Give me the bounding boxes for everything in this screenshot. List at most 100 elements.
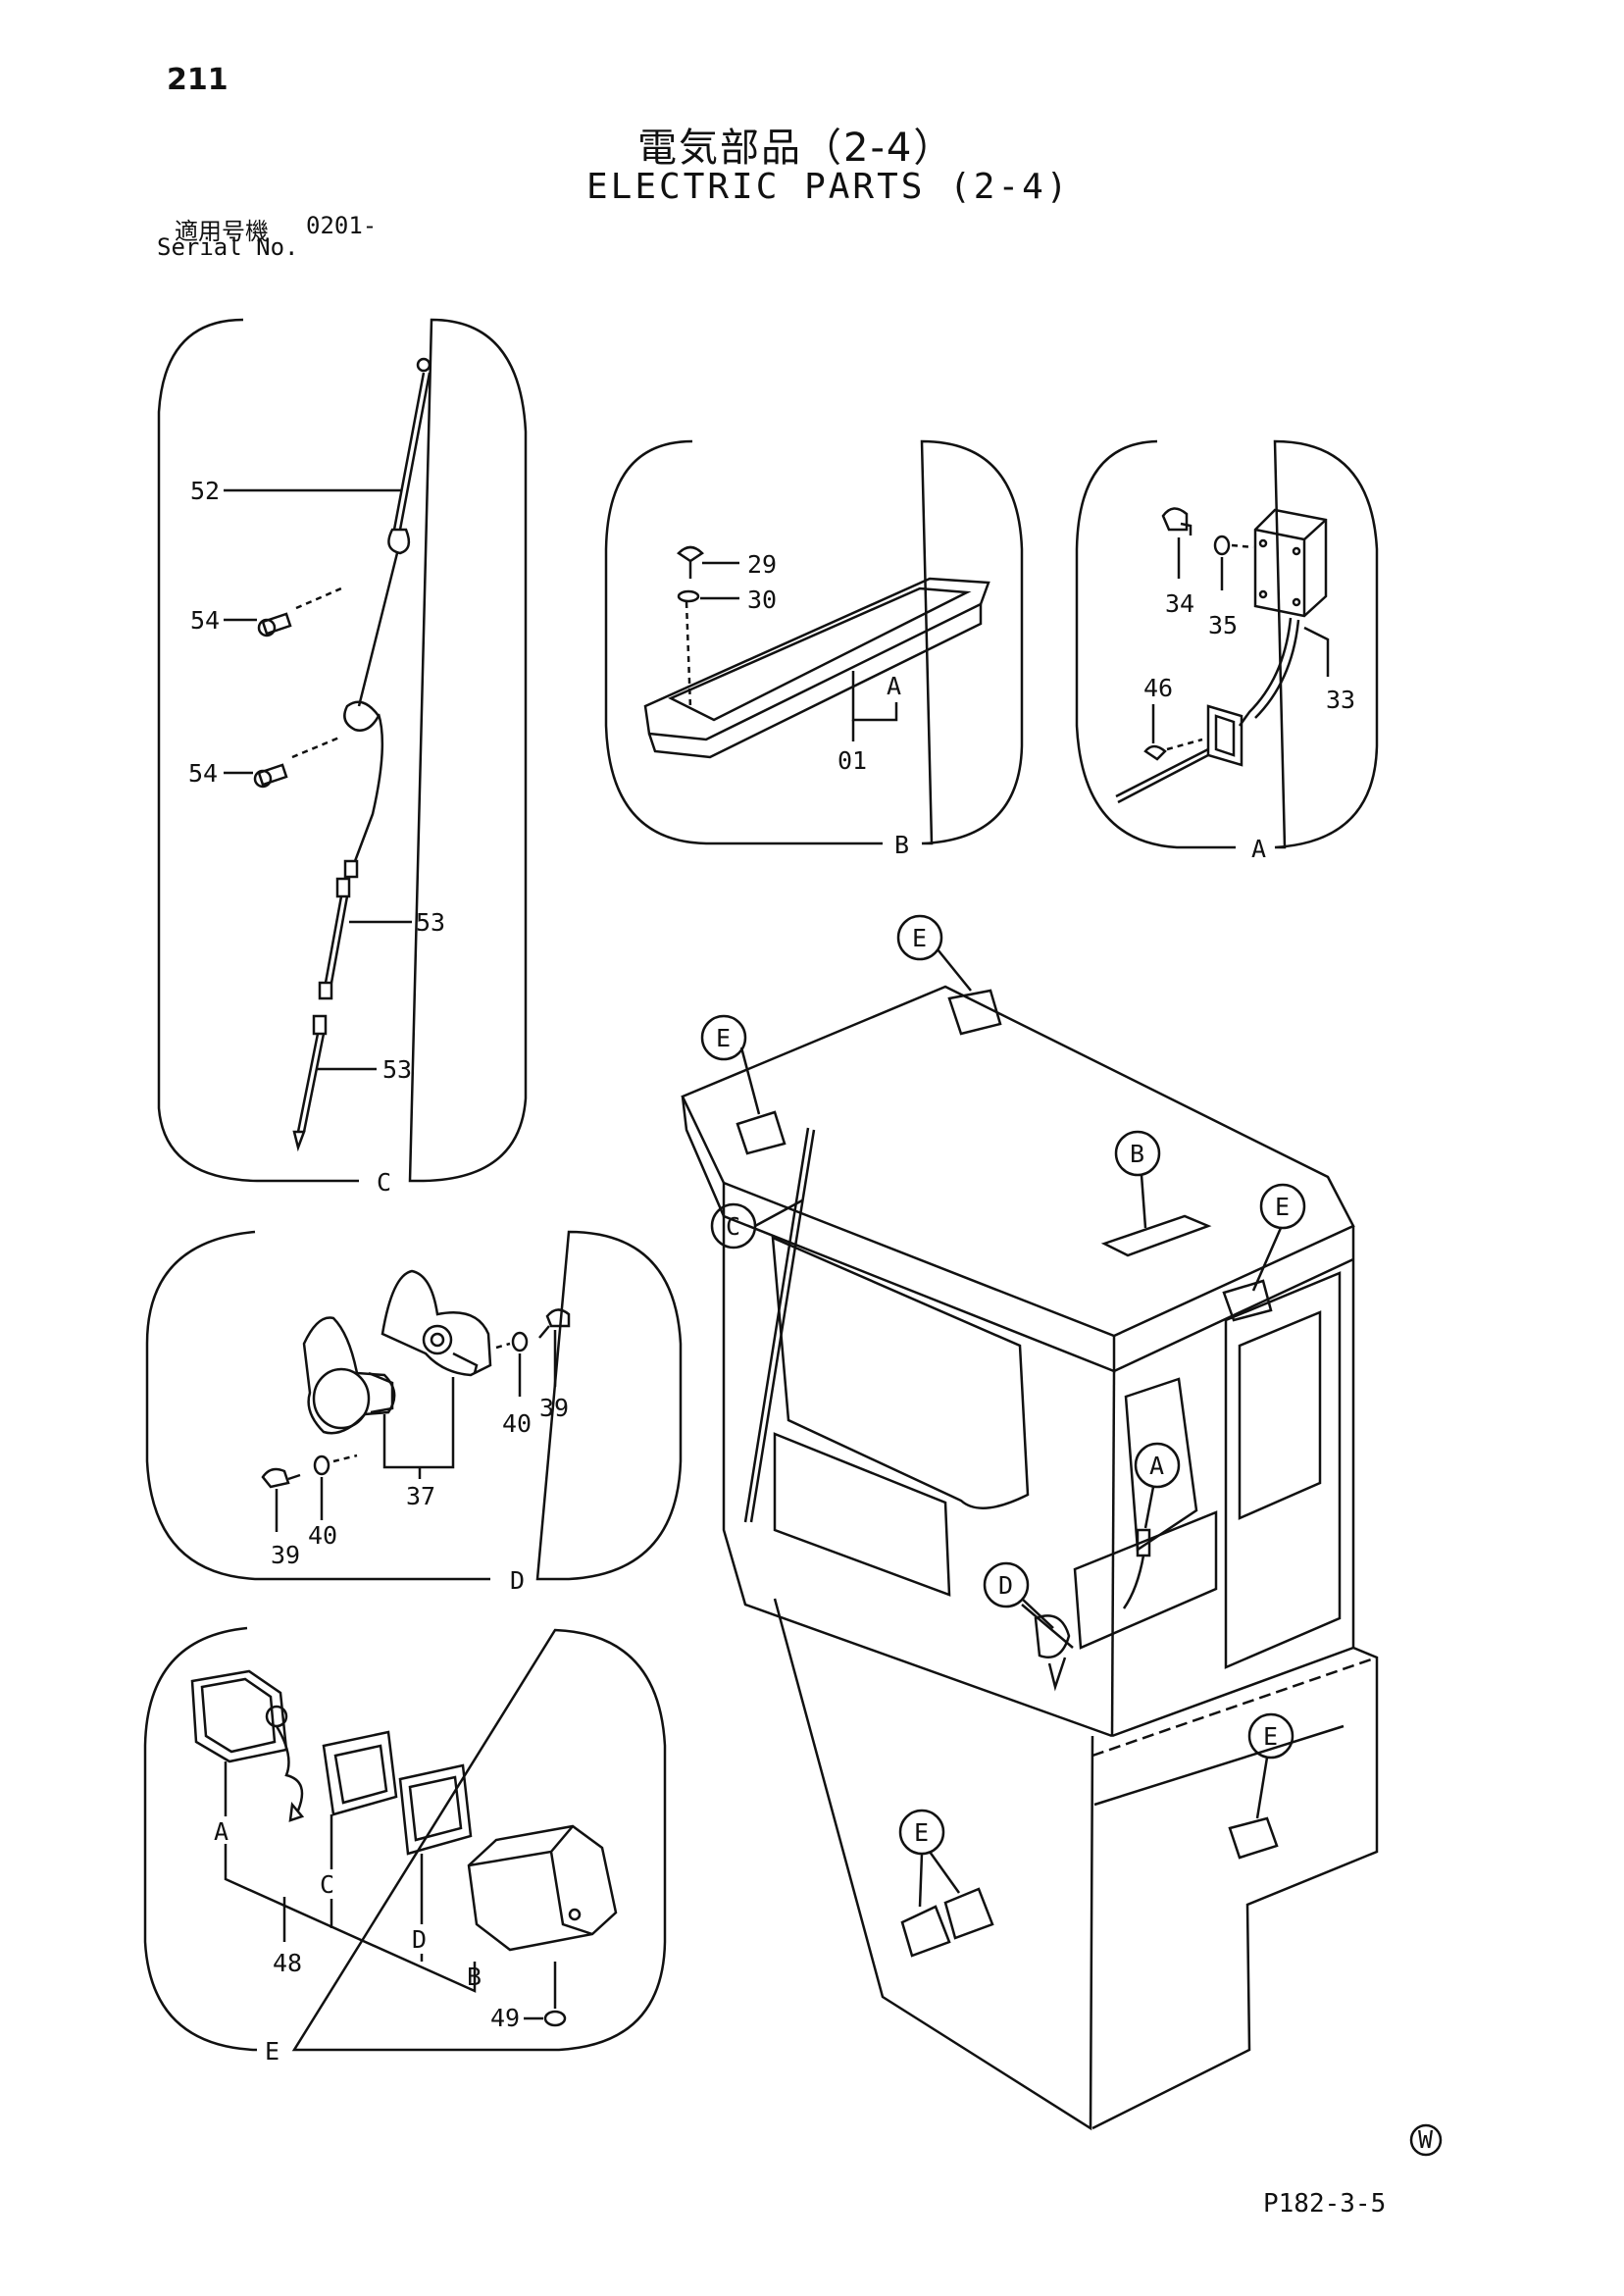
- lamp-frame: [398, 1763, 473, 1856]
- panel-c-antenna: C: [157, 318, 528, 1197]
- bolt-head-icon: [545, 1308, 571, 1328]
- cab-overview: [681, 985, 1379, 2131]
- lamp-cover: [467, 1824, 618, 1952]
- callout-54-upper: 54: [190, 606, 220, 635]
- antenna-tip-icon: [416, 357, 431, 373]
- page-title-japanese: 電気部品（2-4）: [637, 126, 955, 171]
- cab-switch-panel: [1073, 1510, 1218, 1650]
- panel-d-border: [145, 1230, 683, 1581]
- horn-rear: [381, 1269, 492, 1377]
- panel-c-label: C: [377, 1168, 391, 1197]
- marker-b-roof-label: B: [1130, 1140, 1144, 1168]
- marker-e-side-label: E: [1275, 1193, 1290, 1221]
- serial-label-japanese: 適用号機: [175, 218, 269, 245]
- marker-e-lower-label: E: [914, 1818, 929, 1847]
- cab-work-light-rear: [1228, 1816, 1279, 1860]
- marker-d-horn: [983, 1561, 1030, 1608]
- cab-work-light-top: [947, 989, 1002, 1036]
- cab-door: [1224, 1271, 1342, 1669]
- bolt-54-lower: [253, 736, 340, 789]
- cab-roof-light: [1100, 1214, 1212, 1257]
- screw-46: [1143, 704, 1203, 761]
- watermark-letter: W: [1418, 2125, 1434, 2154]
- door-window: [1238, 1310, 1322, 1520]
- washer-35: [1213, 535, 1254, 590]
- cab-horn: [1034, 1614, 1071, 1658]
- bolt-39-right: [538, 1308, 571, 1387]
- wiring-harness: [1238, 617, 1293, 727]
- bolt-39-left: [261, 1467, 301, 1532]
- cab-work-light-front: [736, 1110, 787, 1155]
- callout-53-lower: 53: [382, 1055, 412, 1084]
- callout-33: 33: [1326, 686, 1355, 714]
- cab-lower-front: [773, 1598, 1094, 2131]
- front-window-upper: [771, 1236, 1030, 1509]
- panel-a-switch: A: [1075, 439, 1379, 863]
- panel-a-border: [1075, 439, 1379, 849]
- bolt-34: [1161, 507, 1193, 579]
- callout-40-right: 40: [502, 1409, 532, 1438]
- page-title-english: ELECTRIC PARTS (2-4): [586, 167, 1071, 207]
- antenna-end-icon: [292, 1130, 306, 1152]
- panel-b-border: [604, 439, 1024, 845]
- panel-e-label: E: [265, 2037, 279, 2066]
- callout-48: 48: [273, 1949, 302, 1977]
- callout-52: 52: [190, 477, 220, 505]
- cab-markers: E E B E C A D E E: [700, 914, 1306, 1908]
- antenna-rod: [343, 357, 431, 879]
- e-ref-d: D: [412, 1925, 427, 1954]
- callout-54-lower: 54: [188, 759, 218, 788]
- callout-34: 34: [1165, 589, 1194, 618]
- connector-box: [1206, 704, 1243, 767]
- bolt-head-icon: [1161, 507, 1189, 532]
- callout-53-upper: 53: [416, 908, 445, 937]
- marker-e-front: [700, 1014, 747, 1061]
- e-ref-b: B: [467, 1963, 482, 1991]
- marker-e-top: [896, 914, 943, 961]
- serial-label-english: Serial No.: [157, 233, 299, 261]
- harness-cable: [1115, 747, 1209, 804]
- washer-40-right: [495, 1331, 529, 1397]
- marker-e-front-label: E: [716, 1024, 731, 1052]
- callout-01-ref-a: A: [887, 672, 901, 700]
- bolt-head-icon: [257, 618, 277, 638]
- lamp-wire: [275, 1725, 304, 1811]
- marker-e-side: [1259, 1183, 1306, 1230]
- antenna-cable-lower: [292, 1014, 328, 1152]
- callout-49: 49: [490, 2004, 520, 2032]
- marker-e-top-label: E: [912, 924, 927, 952]
- panel-b-room-light: B 29 30 A 01: [604, 439, 1024, 859]
- washer-icon: [313, 1454, 330, 1476]
- antenna-cable-upper: [318, 877, 351, 1000]
- page-reference: P182-3-5: [1263, 2189, 1387, 2219]
- lamp-housing: [190, 1669, 305, 1822]
- panel-c-border: [157, 318, 528, 1183]
- callout-40-left: 40: [308, 1521, 337, 1550]
- front-window-lower: [773, 1432, 951, 1597]
- callout-37: 37: [406, 1482, 435, 1510]
- room-light-lens: [643, 577, 990, 759]
- horn-disc-icon: [422, 1324, 453, 1355]
- cab-antenna: [743, 1127, 816, 1523]
- antenna-mount-icon: [343, 700, 381, 732]
- panel-e-border: [143, 1626, 667, 2052]
- marker-e-rear: [1247, 1712, 1294, 1760]
- screw-head-icon: [1143, 744, 1167, 761]
- nut-49: [524, 1962, 567, 2027]
- cab-lower-side: [1091, 1646, 1379, 2130]
- cab-work-light-lower-2: [943, 1887, 994, 1940]
- watermark-mark: W: [1409, 2123, 1443, 2157]
- cab-work-light-side: [1222, 1279, 1273, 1322]
- antenna-clip-icon: [387, 528, 411, 555]
- marker-d-horn-label: D: [998, 1571, 1013, 1600]
- cab-work-light-lower-1: [900, 1905, 951, 1958]
- antenna-connector-icon: [343, 859, 359, 879]
- e-ref-c: C: [320, 1870, 334, 1899]
- callout-30: 30: [747, 586, 777, 614]
- serial-number-value: 0201-: [306, 212, 378, 239]
- horn-bell-icon: [312, 1367, 371, 1430]
- callout-46: 46: [1143, 674, 1173, 702]
- marker-c-antenna-label: C: [726, 1212, 740, 1241]
- washer-icon: [511, 1331, 529, 1352]
